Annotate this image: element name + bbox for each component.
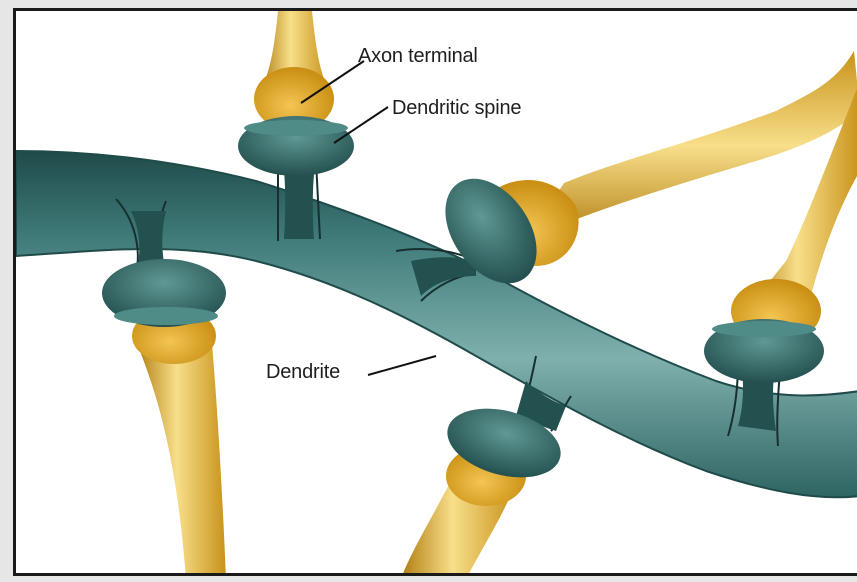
diagram-panel: Axon terminal Dendritic spine Dendrite bbox=[13, 8, 857, 576]
axon-branch-top bbox=[254, 11, 334, 131]
dendrite-leader bbox=[368, 356, 436, 375]
axon-branch-lower-left bbox=[132, 308, 226, 576]
axon-branch-right bbox=[486, 51, 857, 343]
axon-terminal-label: Axon terminal bbox=[358, 45, 478, 68]
dendrite-label: Dendrite bbox=[266, 361, 340, 384]
dendritic-spine-label: Dendritic spine bbox=[392, 97, 521, 120]
synapse-diagram bbox=[16, 11, 857, 576]
